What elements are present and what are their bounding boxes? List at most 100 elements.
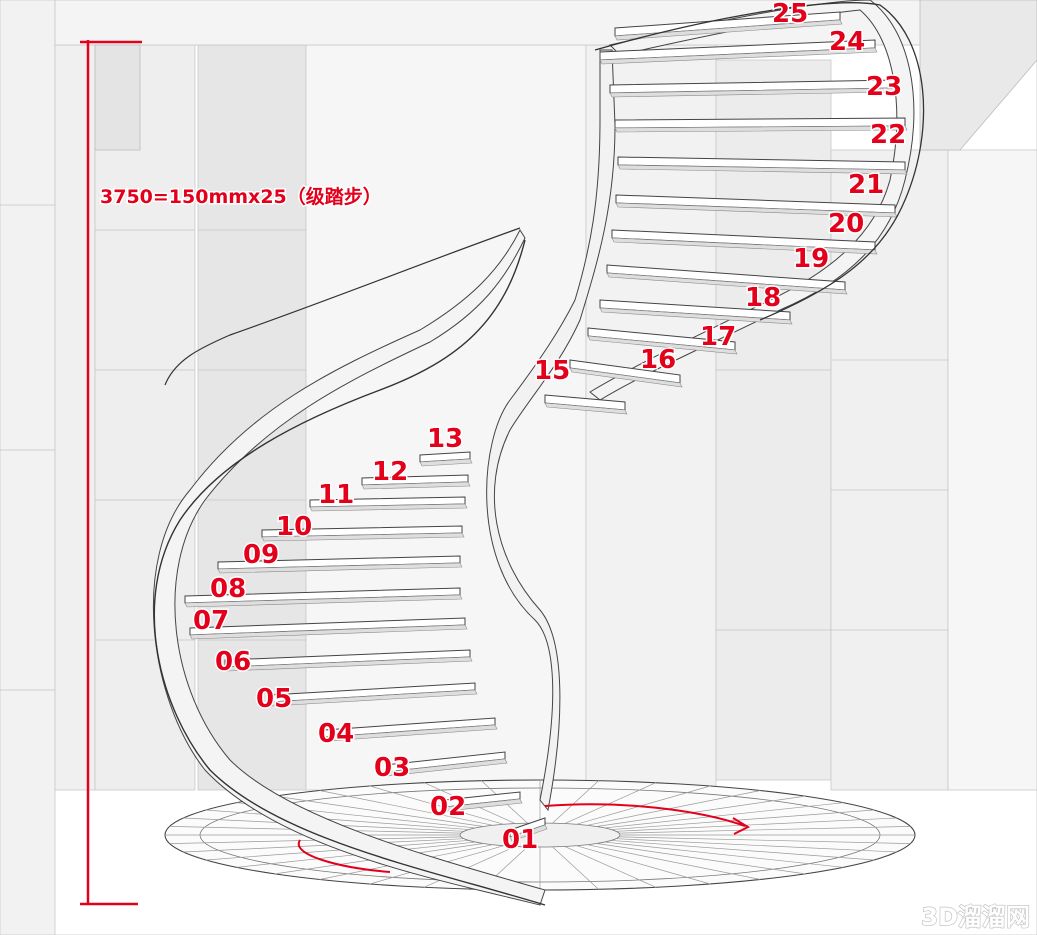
floor-radial-line: [616, 838, 897, 853]
tread-edge: [261, 532, 465, 542]
outer-stringer-lower: [152, 228, 546, 906]
floor-radial-line: [611, 809, 875, 830]
step-number-08: 08: [210, 574, 246, 604]
floor-radial-line: [576, 785, 711, 825]
stair-tread: [587, 327, 738, 355]
step-number-20: 20: [828, 209, 864, 239]
tread-edge: [384, 758, 508, 777]
floor-radial-line: [319, 790, 494, 826]
stair-tread: [609, 79, 898, 98]
tread-edge: [609, 87, 898, 98]
tread-edge: [361, 481, 471, 490]
floor-radial-line: [611, 840, 875, 861]
stair-tread: [569, 359, 683, 388]
back-wall: [305, 44, 587, 791]
tread-edge: [444, 798, 523, 812]
step-number-25: 25: [772, 0, 808, 29]
step-number-16: 16: [640, 345, 676, 375]
right-column: [715, 59, 832, 781]
upper-landing-right: [919, 0, 1037, 151]
floor-radial-line: [619, 836, 911, 844]
tread-edge: [309, 503, 468, 512]
floor-radial-line: [604, 841, 844, 868]
tread-edge: [611, 237, 878, 255]
tread-edge: [509, 824, 548, 842]
floor-radial-line: [205, 840, 469, 861]
stair-tread: [614, 117, 908, 133]
stair-tread: [217, 555, 463, 574]
stair-tread: [599, 299, 793, 325]
floor-radial-line: [596, 795, 806, 827]
rotation-arrow-back: [297, 839, 391, 873]
floor-radial-line: [274, 795, 484, 827]
stair-treads: [184, 11, 908, 842]
floor-radial-line: [552, 780, 599, 824]
floor-radial-line: [564, 846, 657, 888]
step-number-06: 06: [215, 647, 251, 677]
step-number-12: 12: [372, 457, 408, 487]
step-number-05: 05: [256, 684, 292, 714]
step-number-11: 11: [318, 480, 354, 510]
tread-edge: [606, 272, 848, 295]
tread-edge: [217, 562, 463, 574]
tread-edge: [569, 367, 683, 388]
stair-tread: [261, 525, 465, 542]
floor-radial-line: [183, 838, 464, 853]
floor-radial-line: [205, 809, 469, 830]
step-number-18: 18: [745, 283, 781, 313]
stair-tread: [224, 649, 473, 672]
watermark-logo: 3D溜溜网: [921, 903, 1030, 931]
stair-tread: [384, 751, 508, 777]
floor-radial-line: [586, 844, 761, 880]
tread-edge: [617, 164, 908, 175]
handrail: [153, 2, 925, 906]
stair-tread: [361, 474, 471, 490]
stair-tread: [309, 496, 468, 512]
stair-tread: [324, 717, 498, 742]
floor-radial-line: [576, 845, 711, 885]
tread-edge: [587, 335, 738, 355]
floor-radial-line: [564, 782, 657, 824]
step-number-23: 23: [866, 72, 902, 102]
step-number-21: 21: [848, 170, 884, 200]
handrail-upper: [594, 2, 925, 321]
step-number-02: 02: [430, 792, 466, 822]
handrail-back: [164, 227, 521, 386]
stair-tread: [189, 617, 468, 640]
rotation-arrow-front: [544, 803, 751, 835]
step-number-10: 10: [276, 512, 312, 542]
stair-tread: [269, 682, 478, 707]
floor-radial-line: [616, 817, 897, 832]
stair-tread: [617, 156, 908, 175]
step-number-01: 01: [502, 825, 538, 855]
tread-edge: [419, 458, 473, 467]
handrail-lower: [153, 239, 546, 906]
floor-radial-line: [604, 802, 844, 829]
stair-tread: [615, 194, 898, 218]
stair-tread: [606, 264, 848, 295]
left-edge-wall: [0, 0, 56, 935]
tread-edge: [224, 656, 473, 672]
tread-edge: [269, 689, 478, 707]
step-number-04: 04: [318, 719, 354, 749]
floor-radial-line: [552, 846, 599, 890]
tread-edge: [324, 724, 498, 742]
tread-edge: [599, 47, 878, 65]
stair-tread: [611, 229, 878, 255]
floor-radial-line: [586, 790, 761, 826]
stair-tread: [544, 394, 628, 415]
floor-radial-line: [596, 843, 806, 875]
step-number-24: 24: [829, 27, 865, 57]
step-number-19: 19: [793, 244, 829, 274]
height-dimension-label: 3750=150mmx25（级踏步）: [100, 185, 382, 208]
ceiling-beam-left: [94, 44, 141, 151]
stair-tread: [509, 817, 548, 842]
tread-edge: [544, 402, 628, 415]
step-number-22: 22: [870, 120, 906, 150]
floor-radial-line: [619, 826, 911, 834]
tread-edge: [614, 19, 843, 41]
tread-edge: [189, 624, 468, 640]
